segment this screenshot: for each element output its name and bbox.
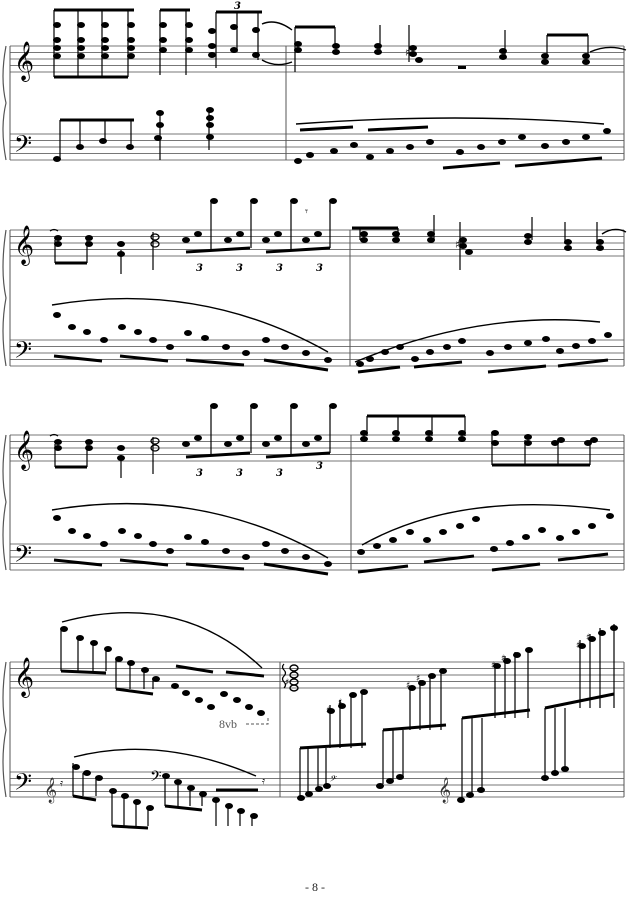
treble-staff bbox=[10, 45, 624, 73]
svg-text:♯: ♯ bbox=[405, 46, 410, 59]
svg-text:𝄢: 𝄢 bbox=[14, 540, 32, 573]
svg-text:♯: ♯ bbox=[586, 633, 590, 643]
arpeggio-icon bbox=[281, 663, 287, 689]
svg-text:𝄞: 𝄞 bbox=[14, 657, 34, 698]
svg-text:♯: ♯ bbox=[501, 654, 505, 664]
tuplet-label: 3 bbox=[316, 461, 323, 472]
svg-text:♯: ♯ bbox=[576, 641, 580, 651]
tuplet-label: 3 bbox=[236, 468, 243, 479]
svg-text:𝄞: 𝄞 bbox=[438, 777, 451, 803]
svg-text:𝄞: 𝄞 bbox=[14, 225, 34, 266]
tuplet-label: 3 bbox=[276, 468, 283, 479]
svg-text:𝄢: 𝄢 bbox=[14, 336, 32, 369]
system-1 bbox=[9, 45, 625, 161]
system-3-notation: 𝄞 𝄢 3 3 3 3 bbox=[2, 403, 614, 576]
svg-text:♯: ♯ bbox=[326, 706, 330, 716]
bass-clef-icon: 𝄢 bbox=[14, 130, 32, 163]
treble-clef-icon: 𝄞 bbox=[14, 41, 34, 82]
tuplet-label: 3 bbox=[196, 263, 203, 274]
brace-icon bbox=[2, 45, 7, 161]
tuplet-label: 3 bbox=[234, 1, 241, 12]
svg-text:𝄿: 𝄿 bbox=[60, 778, 63, 789]
slur-icon bbox=[295, 117, 605, 125]
page-number: - 8 - bbox=[305, 880, 325, 894]
system-2-notation: 𝄞 𝄢 3 3 3 3 𝄾 bbox=[2, 198, 627, 374]
score-canvas: 𝄞 𝄢 3 bbox=[2, 1, 627, 830]
system-3 bbox=[9, 434, 625, 571]
tuplet-label: 3 bbox=[276, 263, 283, 274]
ottava-label: 8vb bbox=[219, 717, 237, 731]
svg-text:♯: ♯ bbox=[491, 661, 495, 671]
svg-text:𝄿: 𝄿 bbox=[262, 776, 265, 787]
svg-text:♯: ♯ bbox=[455, 238, 460, 251]
svg-text:♯: ♯ bbox=[285, 678, 289, 688]
tuplet-label: 3 bbox=[236, 263, 243, 274]
svg-text:♯: ♯ bbox=[416, 674, 420, 684]
system-4-notation: 𝄞 𝄢 𝄞 8vb ♯ bbox=[2, 612, 618, 830]
tuplet-label: 3 bbox=[316, 263, 323, 274]
svg-text:𝄞: 𝄞 bbox=[14, 430, 34, 471]
tuplet-label: 3 bbox=[196, 468, 203, 479]
system-1-notation: 𝄞 𝄢 3 bbox=[2, 1, 627, 170]
svg-text:𝄢: 𝄢 bbox=[14, 768, 32, 801]
treble-clef-change-icon: 𝄞 bbox=[44, 777, 57, 803]
svg-text:♯: ♯ bbox=[406, 681, 410, 691]
eighth-rest-icon: 𝄾 bbox=[305, 205, 308, 218]
svg-text:♯: ♯ bbox=[338, 698, 342, 708]
bass-staff bbox=[10, 133, 624, 161]
tie-icon bbox=[261, 21, 293, 31]
svg-text:𝄢: 𝄢 bbox=[329, 775, 337, 786]
svg-text:𝄢: 𝄢 bbox=[150, 768, 162, 789]
